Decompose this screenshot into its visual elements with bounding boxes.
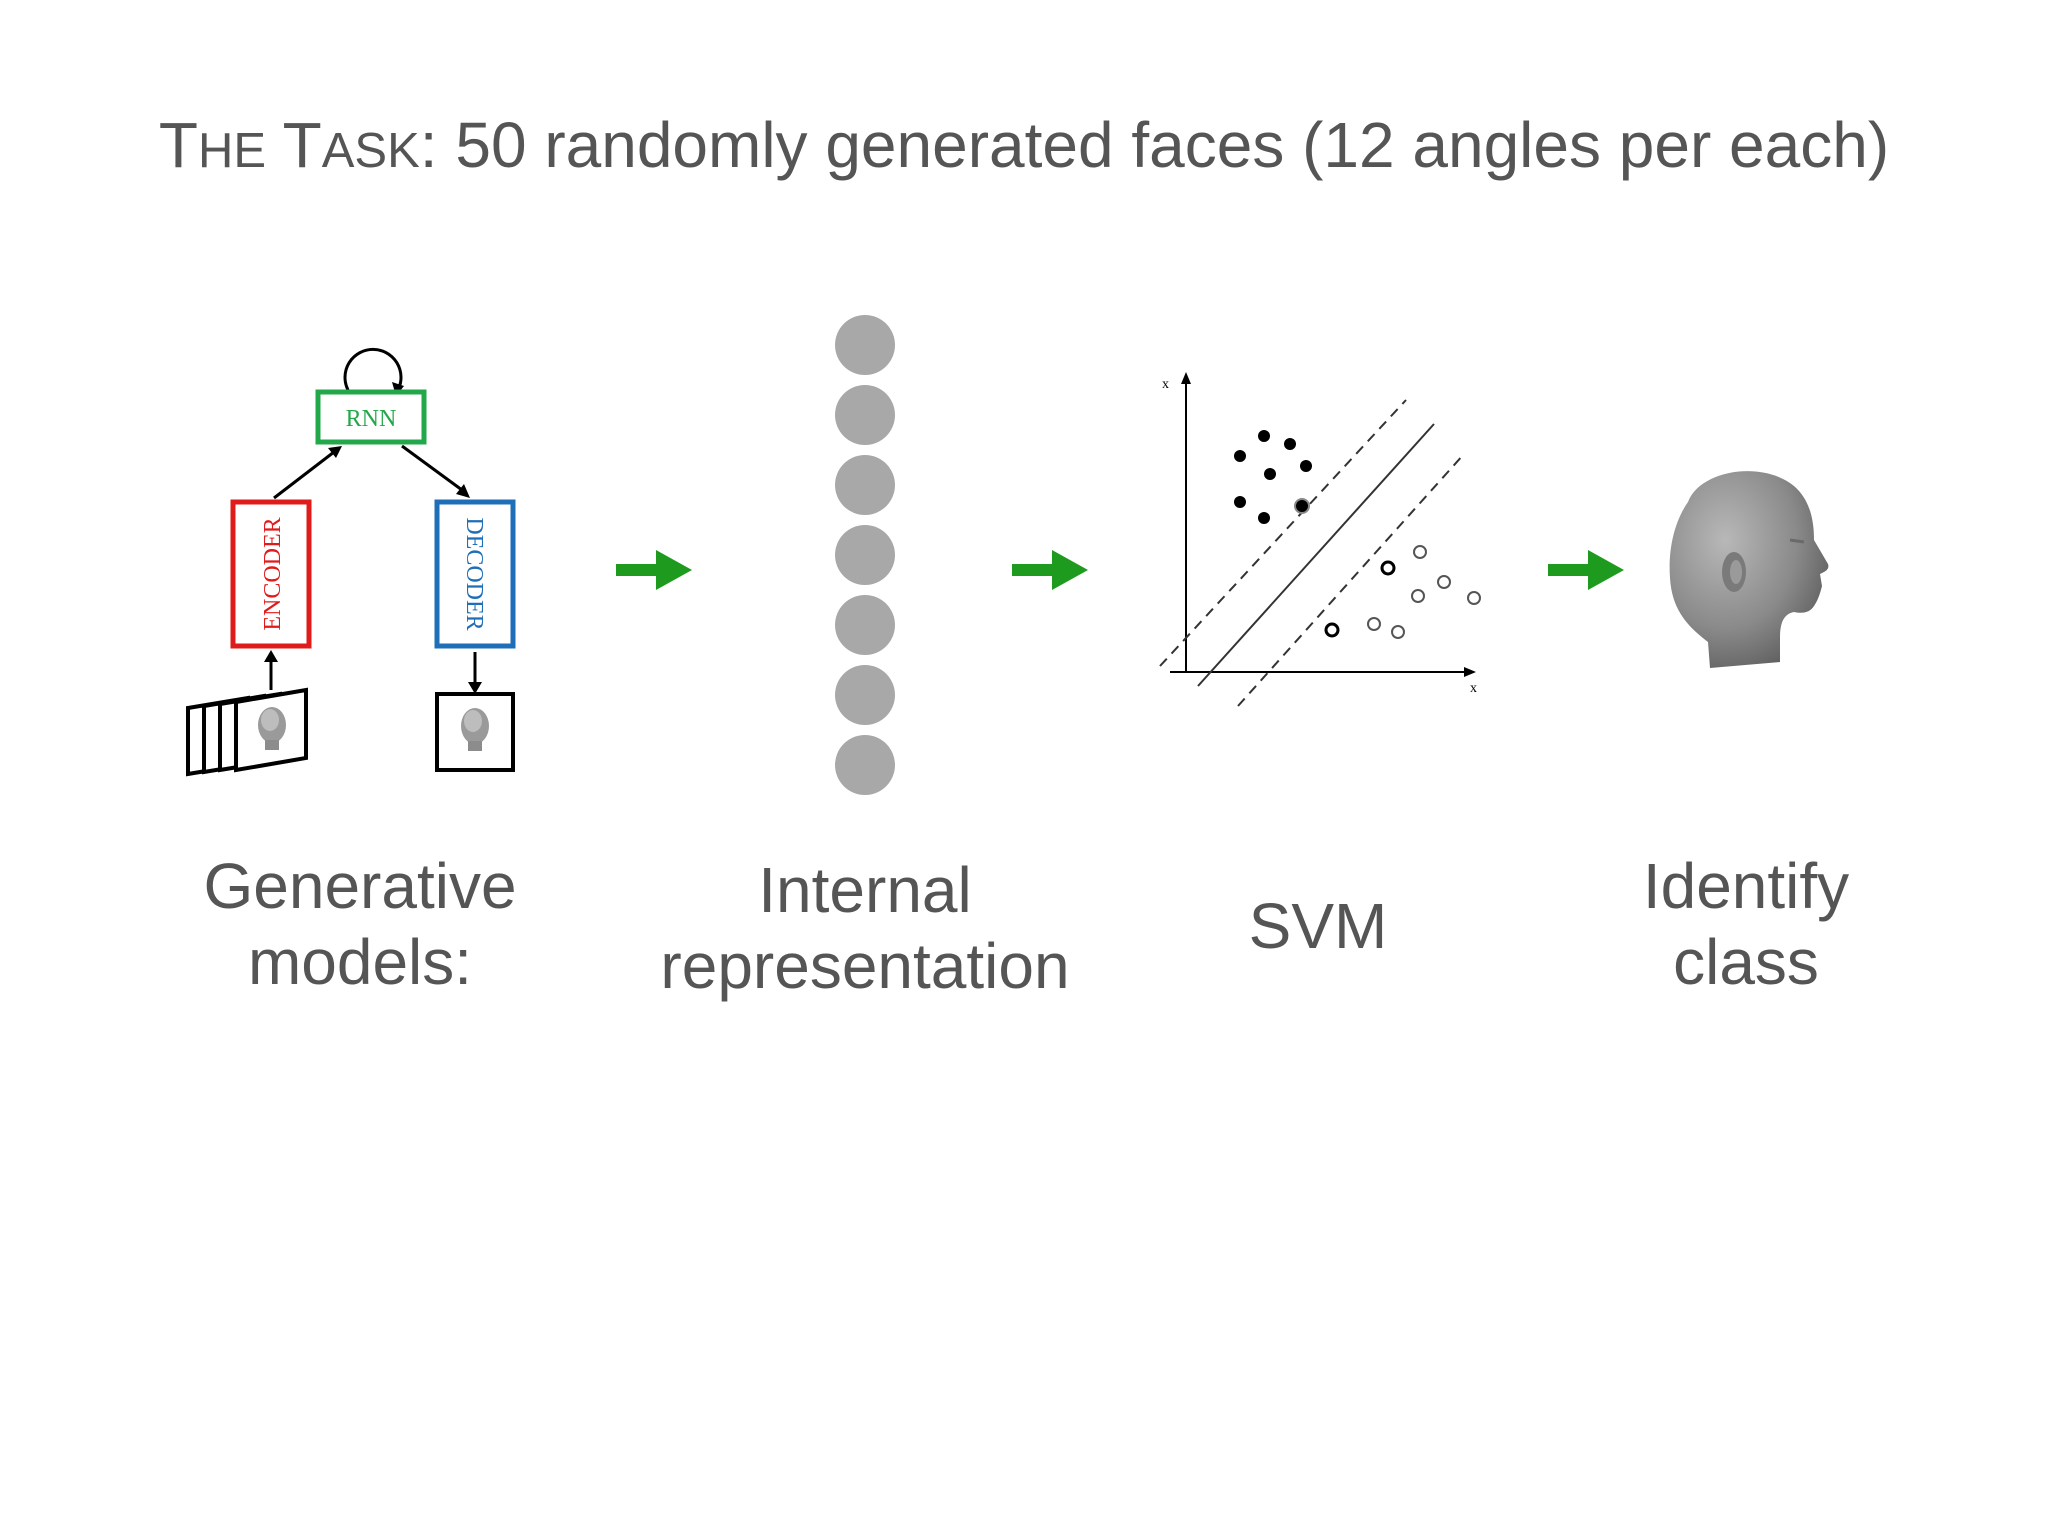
rnn-box <box>315 389 427 445</box>
caption-line: models: <box>247 926 473 998</box>
generative-model-diagram: RNN ENCODER DECODER <box>186 347 516 777</box>
node <box>835 665 895 725</box>
node <box>835 315 895 375</box>
stage-caption-svm: SVM <box>1098 888 1538 964</box>
face-head-icon <box>258 707 286 750</box>
caption-line: class <box>1673 926 1819 998</box>
face-head-icon <box>461 708 489 751</box>
stage-caption-generative: Generative models: <box>140 848 580 1000</box>
encoder-to-rnn-arrow <box>273 450 335 500</box>
title-cap-1: T <box>158 109 198 181</box>
slide-title: THE TASK: 50 randomly generated faces (1… <box>0 105 2048 191</box>
caption-line: Internal <box>758 854 972 926</box>
caption-line: representation <box>660 930 1070 1002</box>
right-arrow-icon <box>1012 550 1088 590</box>
svm-plot: x x <box>1159 372 1481 707</box>
encoder-box <box>230 499 312 649</box>
svg-text:x: x <box>1470 681 1477 696</box>
node <box>835 525 895 585</box>
node <box>835 735 895 795</box>
caption-line: Generative <box>203 850 517 922</box>
title-rest: : 50 randomly generated faces (12 angles… <box>419 109 1890 181</box>
title-cap-2: T <box>282 109 322 181</box>
loop-arrow-icon <box>343 347 404 396</box>
node <box>835 595 895 655</box>
node <box>835 385 895 445</box>
representation-nodes <box>835 315 895 795</box>
caption-line: SVM <box>1248 890 1388 962</box>
encoder-label: ENCODER <box>260 517 286 630</box>
right-arrow-icon <box>616 550 692 590</box>
stage-caption-identify: Identify class <box>1526 848 1966 1000</box>
caption-line: Identify <box>1642 850 1850 922</box>
decoder-box <box>434 499 516 649</box>
node <box>835 455 895 515</box>
right-arrow-icon <box>1548 550 1624 590</box>
output-frame <box>435 692 515 772</box>
decoder-label: DECODER <box>461 517 487 630</box>
rnn-label: RNN <box>346 406 397 432</box>
title-smallcaps-1: HE <box>197 124 267 178</box>
svg-text:x: x <box>1162 377 1169 392</box>
rnn-to-decoder-arrow <box>401 444 463 492</box>
title-smallcaps-2: ASK <box>321 124 420 178</box>
stage-caption-representation: Internal representation <box>645 852 1085 1004</box>
input-frames-stack <box>186 687 308 777</box>
face-head-icon <box>1669 471 1829 668</box>
